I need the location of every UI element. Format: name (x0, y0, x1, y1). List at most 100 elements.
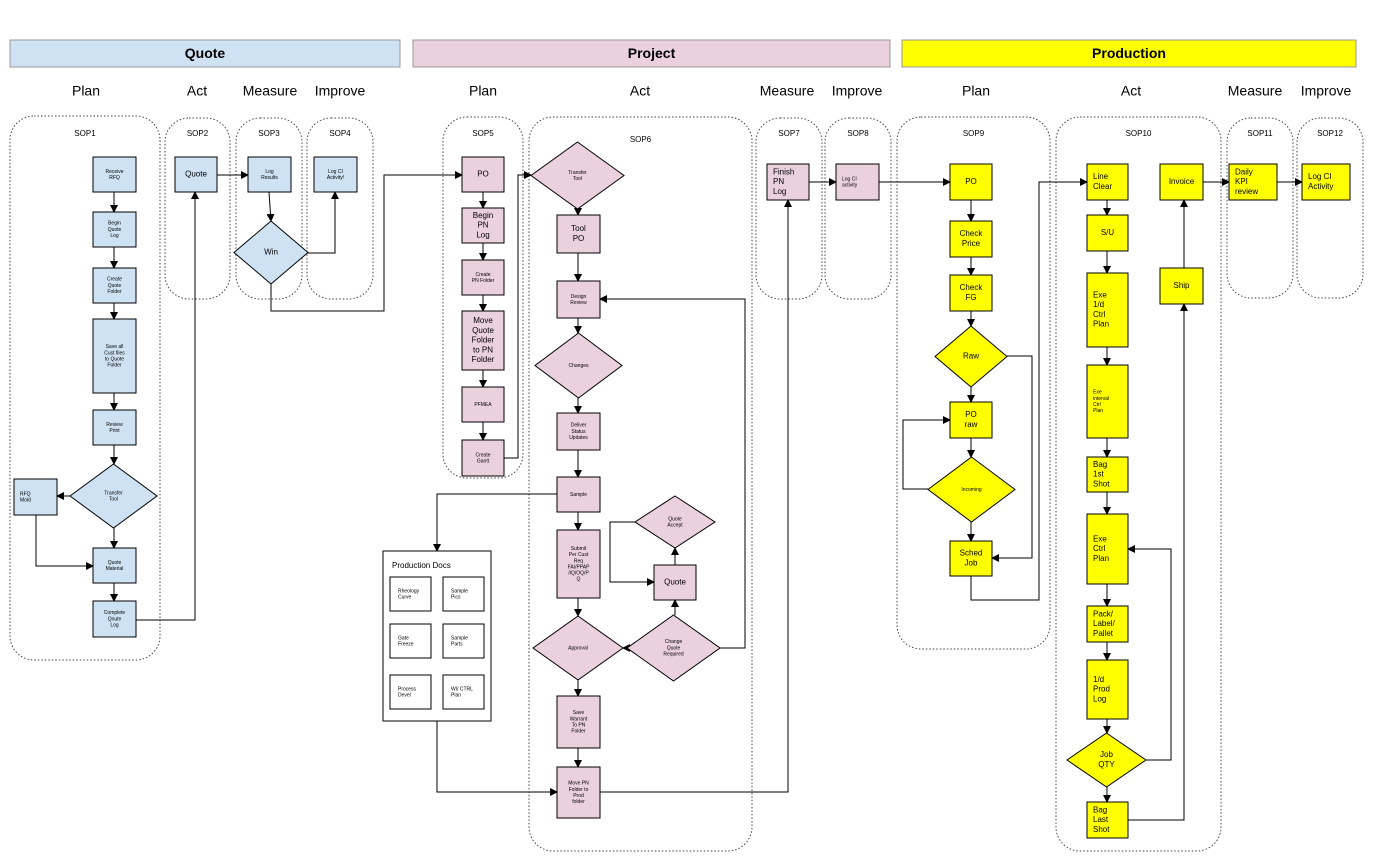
production-docs-title: Production Docs (392, 561, 451, 570)
group-sop1 (9, 115, 161, 661)
production-doc-text-line: Freeze (398, 641, 414, 647)
node-receive-rfq-box (92, 156, 137, 193)
node-pack-text-line: Pack/ (1093, 609, 1114, 618)
connector-arrow (270, 171, 463, 312)
node-bag-1st-box (1086, 456, 1129, 493)
node-check-price-text-line: Check (960, 229, 984, 238)
node-tool-po-box (556, 214, 601, 254)
node-exe-interval-box (1086, 364, 1129, 439)
group-sop7 (755, 117, 823, 300)
production-doc-text-line: Parts (451, 641, 463, 647)
connector-arrow (504, 171, 532, 459)
node-bag-1st-text-line: Bag (1093, 460, 1107, 469)
label-sop7: SOP7 (778, 129, 800, 138)
phase-r-act: Act (1121, 83, 1141, 99)
node-save-warrant-text-line: Warrant (570, 716, 588, 722)
production-doc-text-line: Sample (451, 635, 468, 641)
node-begin-quote-log-box (92, 211, 137, 248)
node-tool-po-text-line: Tool (571, 224, 586, 233)
node-log-results-text-line: Results (261, 175, 278, 181)
node-approval-diamond (532, 615, 624, 681)
node-complete-quote-log-box (92, 600, 137, 638)
node-exe-interval-text-line: interval (1093, 396, 1109, 402)
node-create-quote-folder-box (92, 267, 137, 304)
node-begin-quote-log-text-line: Quote (108, 227, 122, 233)
node-job-qty-diamond (1066, 732, 1147, 788)
node-exe-interval-text-line: Plan (1093, 408, 1103, 414)
node-save-cust-files-text-line: Save all (106, 344, 124, 350)
node-win: Win (233, 220, 309, 285)
node-win-text-line: Win (264, 248, 278, 257)
node-log-ci-activity-r-text-line: Log CI (1308, 172, 1332, 181)
node-pfmea: PFMEA (461, 386, 505, 423)
node-move-pn-folder-text-line: Move PN (568, 781, 589, 787)
node-incoming-text-line: Incoming (961, 487, 982, 493)
connector-arrow (136, 191, 199, 621)
node-complete-quote-log-text-line: Qoute (108, 616, 122, 622)
node-create-pn-folder-box (461, 259, 505, 296)
node-change-quote-text-line: Change (665, 639, 683, 645)
production-doc-box (442, 623, 485, 659)
node-move-pn-folder-box (556, 766, 601, 819)
production-doc-text-line: Gate (398, 635, 409, 641)
node-save-cust-files-text-line: Cust files (104, 350, 125, 356)
node-line-clear-box (1086, 163, 1129, 201)
connector-arrow (600, 199, 792, 793)
node-save-cust-files-text-line: to Quote (105, 356, 124, 362)
node-submit-box (556, 529, 601, 599)
node-check-fg-text-line: Check (960, 283, 984, 292)
node-rfq-mold-text-line: RFQ (20, 491, 31, 497)
node-transfer-tool-p-text-line: Tool (573, 176, 582, 182)
banner-quote-title: Quote (185, 45, 226, 61)
node-invoice-box (1159, 163, 1204, 201)
node-bag-last-text-line: Bag (1093, 805, 1107, 814)
node-quote-material-text-line: Quote (108, 560, 122, 566)
production-doc-text-line: Sample (451, 588, 468, 594)
node-rfq-mold-text-line: Mold (20, 497, 31, 503)
node-po-r: PO (949, 163, 993, 201)
node-finish-pn-log-text-line: PN (773, 177, 784, 186)
node-review-print-box (92, 409, 137, 446)
node-log-ci-activity-r-box (1301, 163, 1351, 201)
production-doc-box (389, 623, 432, 659)
node-quote-accept-diamond (634, 495, 716, 549)
node-approval: Approval (532, 615, 624, 681)
node-move-quote-folder-text-line: Folder (472, 355, 495, 364)
node-invoice: Invoice (1159, 163, 1204, 201)
node-finish-pn-log-text-line: Finish (773, 167, 794, 176)
node-change-quote-text-line: Quote (667, 645, 681, 651)
node-sample-box (556, 476, 601, 513)
node-su-text-line: S/U (1101, 228, 1115, 237)
node-exe-1d-text-line: 1/d (1093, 300, 1104, 309)
node-begin-quote-log-text-line: Log (110, 233, 119, 239)
node-daily-kpi-box (1228, 163, 1278, 201)
connector-arrow (970, 178, 1088, 601)
node-exe-ctrl-text-line: Plan (1093, 554, 1109, 563)
node-prod-log-text-line: 1/d (1093, 675, 1104, 684)
node-quote-p-box (653, 564, 697, 601)
node-deliver-status-text-line: Deliver (571, 423, 587, 429)
node-change-quote-text-line: Required (663, 651, 684, 657)
node-submit-text-line: Submit (571, 546, 587, 552)
node-line-clear-text-line: Clear (1093, 182, 1112, 191)
banner-production-title: Production (1092, 45, 1166, 61)
node-po-p: PO (461, 156, 505, 193)
group-sop4 (306, 117, 374, 300)
phase-q-act: Act (187, 83, 207, 99)
label-sop4: SOP4 (329, 129, 351, 138)
node-receive-rfq-text-line: Receive (105, 169, 123, 175)
